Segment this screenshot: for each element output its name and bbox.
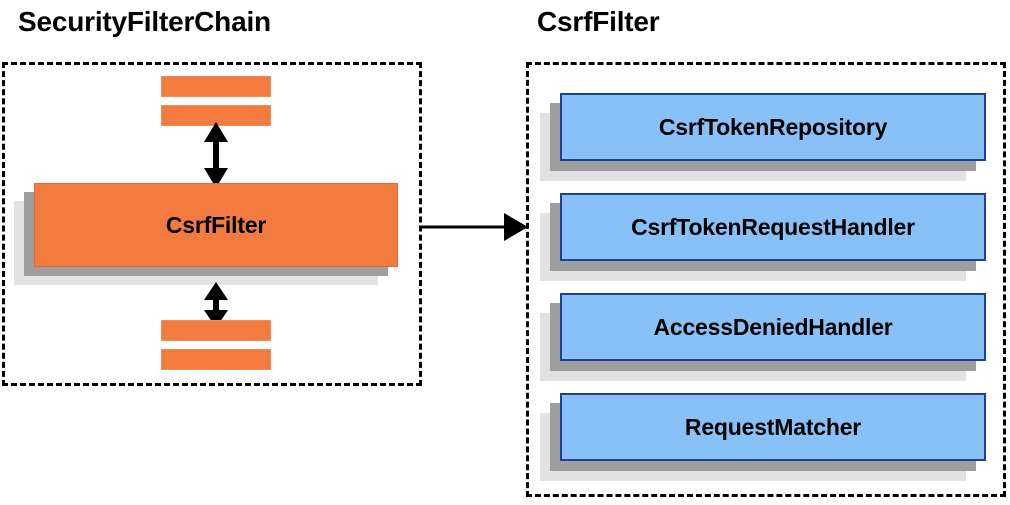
security-filter-chain-panel — [2, 62, 422, 386]
filter-stub-bottom-2 — [161, 349, 271, 370]
arrow-right-icon — [422, 213, 528, 241]
node-csrf-token-request-handler[interactable]: CsrfTokenRequestHandler — [540, 193, 1006, 281]
node-face: RequestMatcher — [560, 393, 986, 461]
node-face: AccessDeniedHandler — [560, 293, 986, 361]
node-access-denied-handler[interactable]: AccessDeniedHandler — [540, 293, 1006, 381]
node-label: CsrfTokenRepository — [658, 113, 888, 140]
node-face: CsrfTokenRequestHandler — [560, 193, 986, 261]
csrf-filter-panel — [526, 62, 1006, 497]
node-label: CsrfFilter — [165, 211, 267, 238]
page-title-security-filter-chain: SecurityFilterChain — [18, 6, 271, 37]
filter-stub-top-1 — [161, 76, 271, 97]
node-face: CsrfTokenRepository — [560, 93, 986, 161]
page-title-csrf-filter: CsrfFilter — [537, 6, 660, 37]
node-label: AccessDeniedHandler — [653, 313, 893, 340]
node-face: CsrfFilter — [34, 183, 398, 267]
node-request-matcher[interactable]: RequestMatcher — [540, 393, 1006, 481]
node-csrf-token-repository[interactable]: CsrfTokenRepository — [540, 93, 1006, 181]
node-csrf-filter[interactable]: CsrfFilter — [14, 183, 418, 287]
node-label: CsrfTokenRequestHandler — [631, 213, 915, 240]
double-arrow-up-icon — [204, 122, 228, 188]
filter-stub-bottom-1 — [161, 320, 271, 341]
node-label: RequestMatcher — [684, 413, 862, 440]
double-arrow-down-icon — [204, 282, 228, 328]
